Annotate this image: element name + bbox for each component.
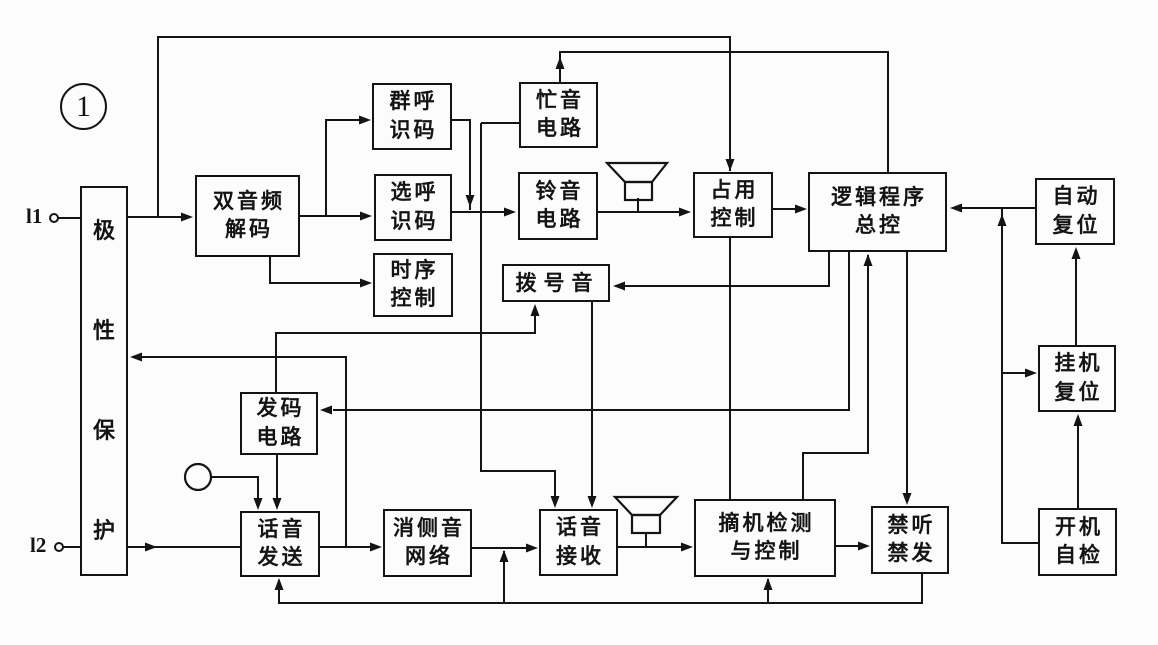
arrowhead	[499, 550, 509, 562]
arrowhead	[555, 57, 565, 69]
arrowhead	[181, 212, 193, 222]
arrowhead	[795, 204, 807, 214]
arrowhead	[320, 405, 332, 415]
line-terminal-l2	[54, 542, 64, 552]
block-group-call-decode: 群呼 识码	[372, 83, 452, 150]
arrowhead	[526, 543, 538, 553]
terminal-label-l2: l2	[30, 533, 47, 557]
arrowhead	[360, 278, 372, 288]
speaker-icon-ring	[604, 161, 670, 184]
block-seize-control: 占用 控制	[693, 172, 773, 238]
arrowhead	[253, 498, 263, 510]
connector-line	[1001, 208, 1038, 544]
arrowhead	[465, 195, 475, 207]
block-sidetone-cancel-network: 消侧音 网络	[383, 509, 472, 577]
arrowhead	[504, 207, 516, 217]
arrowhead	[1071, 247, 1081, 259]
microphone-icon	[183, 462, 213, 492]
arrowhead	[763, 578, 773, 590]
connector-line	[157, 36, 731, 217]
connector-line	[211, 476, 259, 499]
connector-line	[278, 574, 923, 604]
block-auto-reset: 自动 复位	[1035, 178, 1115, 245]
arrowhead	[550, 496, 560, 508]
block-poweron-selftest: 开机 自检	[1038, 508, 1117, 576]
arrowhead	[274, 578, 284, 590]
block-code-sender-circuit: 发码 电路	[240, 392, 318, 455]
connector-line	[269, 257, 361, 284]
connector-line	[452, 119, 471, 210]
speaker-icon-ring-body	[623, 180, 654, 202]
arrowhead	[145, 542, 157, 552]
arrowhead	[681, 542, 693, 552]
block-busy-tone-circuit: 忙音 电路	[519, 82, 598, 148]
block-dtmf-decoder: 双音频 解码	[195, 175, 300, 257]
arrowhead	[858, 541, 870, 551]
figure-number: 1	[76, 89, 91, 123]
connector-line	[325, 119, 359, 216]
block-ring-tone-circuit: 铃音 电路	[518, 172, 598, 240]
connector-line	[275, 315, 536, 392]
block-timing-control: 时序 控制	[373, 253, 453, 317]
block-selective-call-decode: 选呼 识码	[374, 174, 452, 241]
block-listen-send-disable: 禁听 禁发	[871, 506, 949, 574]
arrowhead	[863, 254, 873, 266]
arrowhead	[679, 207, 691, 217]
arrowhead	[725, 159, 735, 171]
connector-line	[333, 252, 850, 411]
figure-number-badge: 1	[60, 83, 107, 130]
block-voice-send: 话音 发送	[240, 511, 320, 577]
arrowhead	[997, 214, 1007, 226]
block-offhook-detect-control: 摘机检测 与控制	[694, 499, 836, 577]
arrowhead	[359, 115, 371, 125]
connector-line	[559, 51, 889, 172]
arrowhead	[530, 304, 540, 316]
speaker-icon-receive-body	[630, 513, 662, 535]
arrowhead	[1025, 368, 1037, 378]
line-terminal-l1	[49, 213, 59, 223]
block-onhook-reset: 挂机 复位	[1038, 345, 1116, 412]
arrowhead	[1073, 414, 1083, 426]
connector-line	[480, 123, 556, 497]
arrowhead	[370, 542, 382, 552]
terminal-label-l1: l1	[26, 204, 43, 228]
block-logic-program-master-control: 逻辑程序 总控	[808, 172, 947, 252]
arrowhead	[272, 498, 282, 510]
speaker-icon-receive	[612, 495, 680, 517]
arrowhead	[613, 281, 625, 291]
arrowhead	[130, 352, 142, 362]
arrowhead	[950, 203, 962, 213]
block-dial-tone: 拨号音	[502, 264, 610, 302]
block-polarity-protection: 极 性 保 护	[80, 186, 128, 576]
block-voice-receive: 话音 接收	[539, 509, 618, 576]
arrowhead	[587, 496, 597, 508]
arrowhead	[360, 211, 372, 221]
connector-line	[625, 252, 830, 287]
arrowhead	[902, 493, 912, 505]
connector-line	[141, 356, 347, 547]
connector-line	[802, 255, 869, 499]
